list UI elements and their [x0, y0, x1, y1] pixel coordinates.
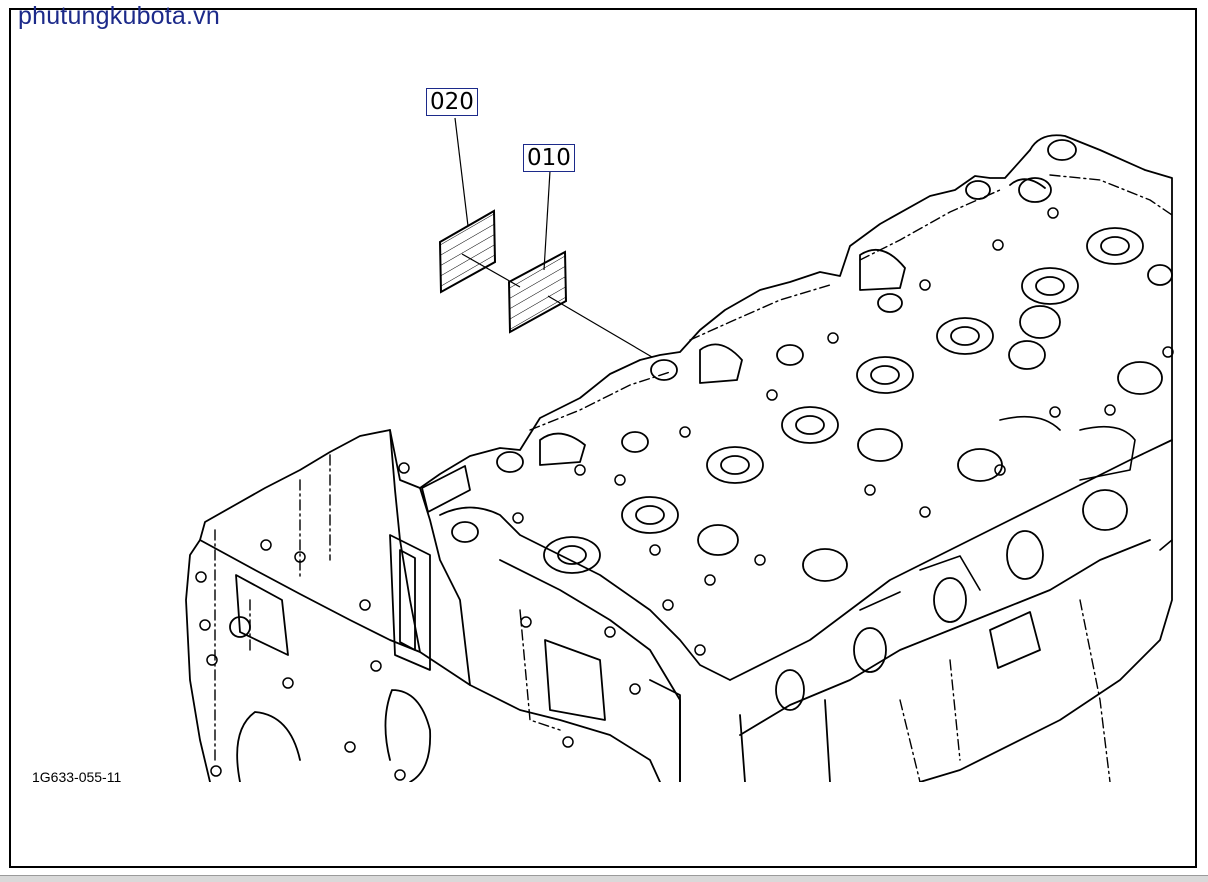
plate-010 [507, 250, 568, 334]
callout-010[interactable]: 010 [523, 144, 575, 172]
site-watermark: phutungkubota.vn [18, 2, 220, 30]
drawing-frame [9, 8, 1197, 868]
callout-020[interactable]: 020 [426, 88, 478, 116]
bottom-border-strip [0, 875, 1208, 882]
engine-cylinder-head [185, 134, 1174, 782]
drawing-number: 1G633-055-11 [32, 769, 122, 785]
plate-020 [438, 209, 497, 294]
